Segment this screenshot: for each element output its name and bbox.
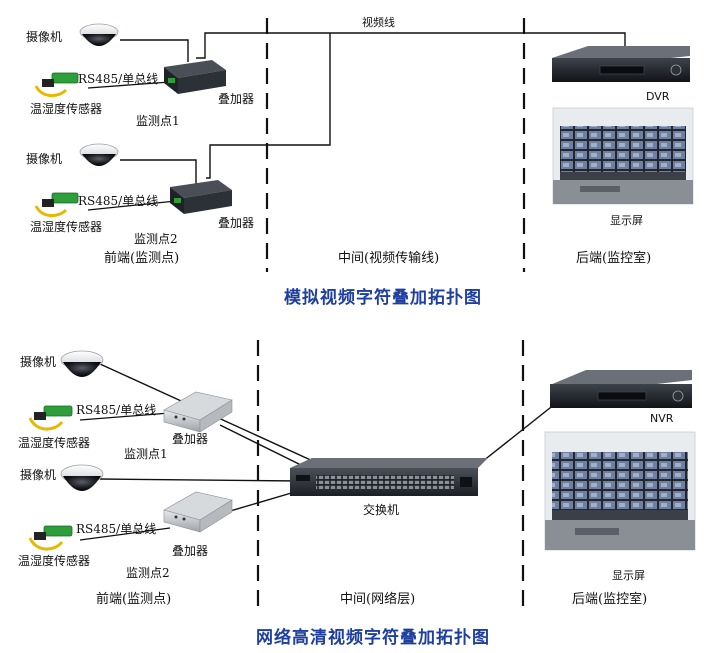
top-point-label-2: 监测点2 <box>134 232 178 246</box>
bottom-overlay-label-1: 叠加器 <box>172 432 209 446</box>
top-sensor-label-1: 温湿度传感器 <box>30 102 103 116</box>
top-bus-label-1: RS485/单总线 <box>78 72 159 86</box>
top-sensor-label-2: 温湿度传感器 <box>30 220 103 234</box>
bottom-camera-link-2 <box>99 478 301 482</box>
bottom-nvr-device <box>550 370 692 408</box>
bottom-bus-label-1: RS485/单总线 <box>76 403 157 417</box>
top-screen-wall <box>552 107 694 205</box>
top-sensor-1 <box>34 72 79 97</box>
top-bus-link-2 <box>87 200 177 211</box>
bottom-nvr-label: NVR <box>650 412 674 425</box>
bottom-bus-label-2: RS485/单总线 <box>76 522 157 536</box>
top-point-label-1: 监测点1 <box>136 114 180 128</box>
top-overlay-device-1 <box>164 60 226 94</box>
bottom-camera-label-1: 摄像机 <box>20 355 57 369</box>
bottom-overlay-device-2 <box>163 491 233 533</box>
top-zone-front: 前端(监测点) <box>104 251 180 266</box>
top-overlay-label-2: 叠加器 <box>218 216 255 230</box>
bottom-overlay-device-1 <box>163 391 233 433</box>
bottom-sensor-label-2: 温湿度传感器 <box>18 554 91 568</box>
top-video-line-2 <box>206 33 331 179</box>
bottom-screen-label: 显示屏 <box>612 569 645 582</box>
switch-label: 交换机 <box>363 503 400 517</box>
bottom-bus-link-2 <box>79 527 171 541</box>
top-camera-link-2 <box>120 159 197 184</box>
top-screen-label: 显示屏 <box>610 214 643 227</box>
bottom-zone-front: 前端(监测点) <box>96 592 172 607</box>
top-overlay-label-1: 叠加器 <box>218 92 255 106</box>
top-dvr-device <box>552 46 690 82</box>
bottom-bus-link-1 <box>79 412 171 421</box>
bottom-camera-1 <box>60 350 104 377</box>
bottom-point-label-1: 监测点1 <box>124 447 168 461</box>
top-zone-middle: 中间(视频传输线) <box>338 251 440 266</box>
network-switch <box>290 458 488 496</box>
top-dvr-label: DVR <box>646 90 670 103</box>
top-bus-link-1 <box>87 81 171 89</box>
bottom-screen-wall <box>544 431 696 551</box>
bottom-overlay-link-1 <box>219 424 306 468</box>
bottom-overlay-label-2: 叠加器 <box>172 544 209 558</box>
bottom-sensor-1 <box>28 405 73 431</box>
bottom-point-label-2: 监测点2 <box>126 566 170 580</box>
bottom-camera-2 <box>60 464 104 491</box>
bottom-zone-middle: 中间(网络层) <box>340 592 416 607</box>
top-camera-1 <box>79 23 119 46</box>
bottom-sensor-label-1: 温湿度传感器 <box>18 436 91 450</box>
top-camera-label-2: 摄像机 <box>26 152 63 166</box>
bottom-zone-back: 后端(监控室) <box>572 592 648 607</box>
top-video-line-1 <box>196 32 626 59</box>
top-bus-label-2: RS485/单总线 <box>78 194 159 208</box>
top-camera-2 <box>79 143 119 166</box>
bottom-nvr-link <box>477 399 561 466</box>
bottom-sensor-2 <box>28 525 73 551</box>
top-camera-label-1: 摄像机 <box>26 30 63 44</box>
top-camera-link-1 <box>120 39 189 62</box>
top-zone-back: 后端(监控室) <box>576 251 652 266</box>
top-video-line-label: 视频线 <box>362 16 395 29</box>
bottom-camera-label-2: 摄像机 <box>20 468 57 482</box>
bottom-diagram-title: 网络高清视频字符叠加拓扑图 <box>256 628 490 648</box>
top-sensor-2 <box>34 192 79 217</box>
top-diagram-title: 模拟视频字符叠加拓扑图 <box>284 288 482 308</box>
top-overlay-device-2 <box>170 180 232 214</box>
